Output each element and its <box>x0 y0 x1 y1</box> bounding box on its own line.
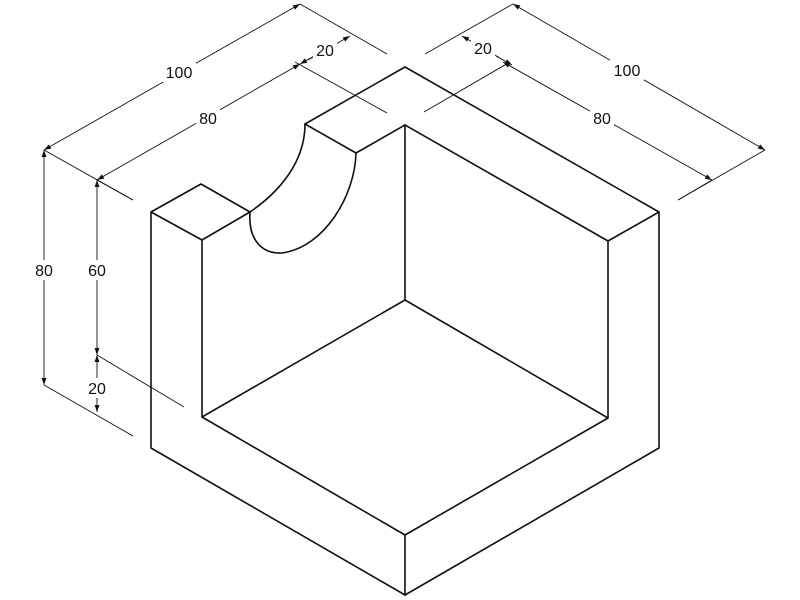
label-left-thickness: 20 <box>316 43 334 60</box>
ext-line <box>96 179 134 201</box>
object-silhouette <box>150 66 660 596</box>
label-left-inner: 80 <box>199 111 217 128</box>
label-right-thickness: 20 <box>474 41 492 58</box>
dim-line-right-thickness <box>495 55 513 66</box>
right-wall-inner-top <box>404 124 660 242</box>
left-wall-top-back <box>304 123 406 154</box>
base-plate-top <box>201 299 609 536</box>
ext-line <box>299 3 388 55</box>
dimension-labels: 100 80 20 100 80 20 80 60 20 <box>32 38 644 398</box>
label-base-thickness: 20 <box>88 381 106 398</box>
ext-line <box>96 354 185 408</box>
ext-line <box>677 179 713 201</box>
semicircle-cut-front <box>249 152 357 254</box>
label-left-overall: 100 <box>166 65 193 82</box>
label-overall-height: 80 <box>35 263 53 280</box>
label-wall-height: 60 <box>88 263 106 280</box>
ext-line <box>423 61 511 113</box>
ext-line <box>294 61 388 114</box>
semicircle-cut-back <box>249 123 306 213</box>
ext-line <box>424 3 514 55</box>
object-outline <box>150 66 660 596</box>
extension-lines <box>43 3 766 437</box>
left-wall-top-front <box>150 183 251 241</box>
label-right-inner: 80 <box>593 111 611 128</box>
ext-line <box>43 384 134 437</box>
label-right-overall: 100 <box>614 63 641 80</box>
